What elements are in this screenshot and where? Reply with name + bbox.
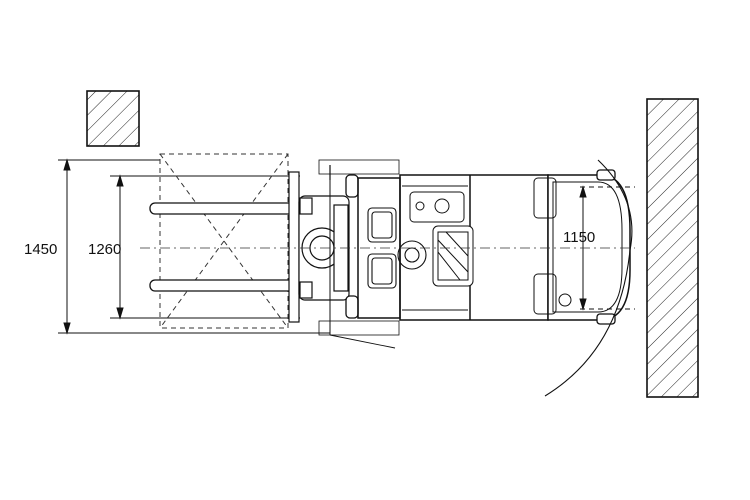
dimension-label-1260: 1260 bbox=[88, 241, 121, 258]
mast-assembly bbox=[288, 165, 350, 335]
dimension-outer-width bbox=[58, 158, 330, 335]
load-outline bbox=[159, 153, 289, 329]
operator-seat bbox=[367, 207, 427, 289]
dimension-inner-width bbox=[110, 174, 300, 320]
dimension-label-1150: 1150 bbox=[563, 229, 595, 246]
dimension-rear-width bbox=[579, 185, 635, 311]
forks bbox=[149, 202, 299, 292]
turning-radius-line bbox=[329, 334, 396, 349]
turning-arc bbox=[544, 159, 633, 397]
control-panel bbox=[409, 191, 474, 287]
obstacle-small bbox=[86, 90, 140, 147]
obstacle-large bbox=[646, 98, 699, 398]
dimension-label-1450: 1450 bbox=[24, 241, 57, 258]
rear-wheels bbox=[596, 169, 616, 325]
front-wheels bbox=[318, 159, 400, 336]
